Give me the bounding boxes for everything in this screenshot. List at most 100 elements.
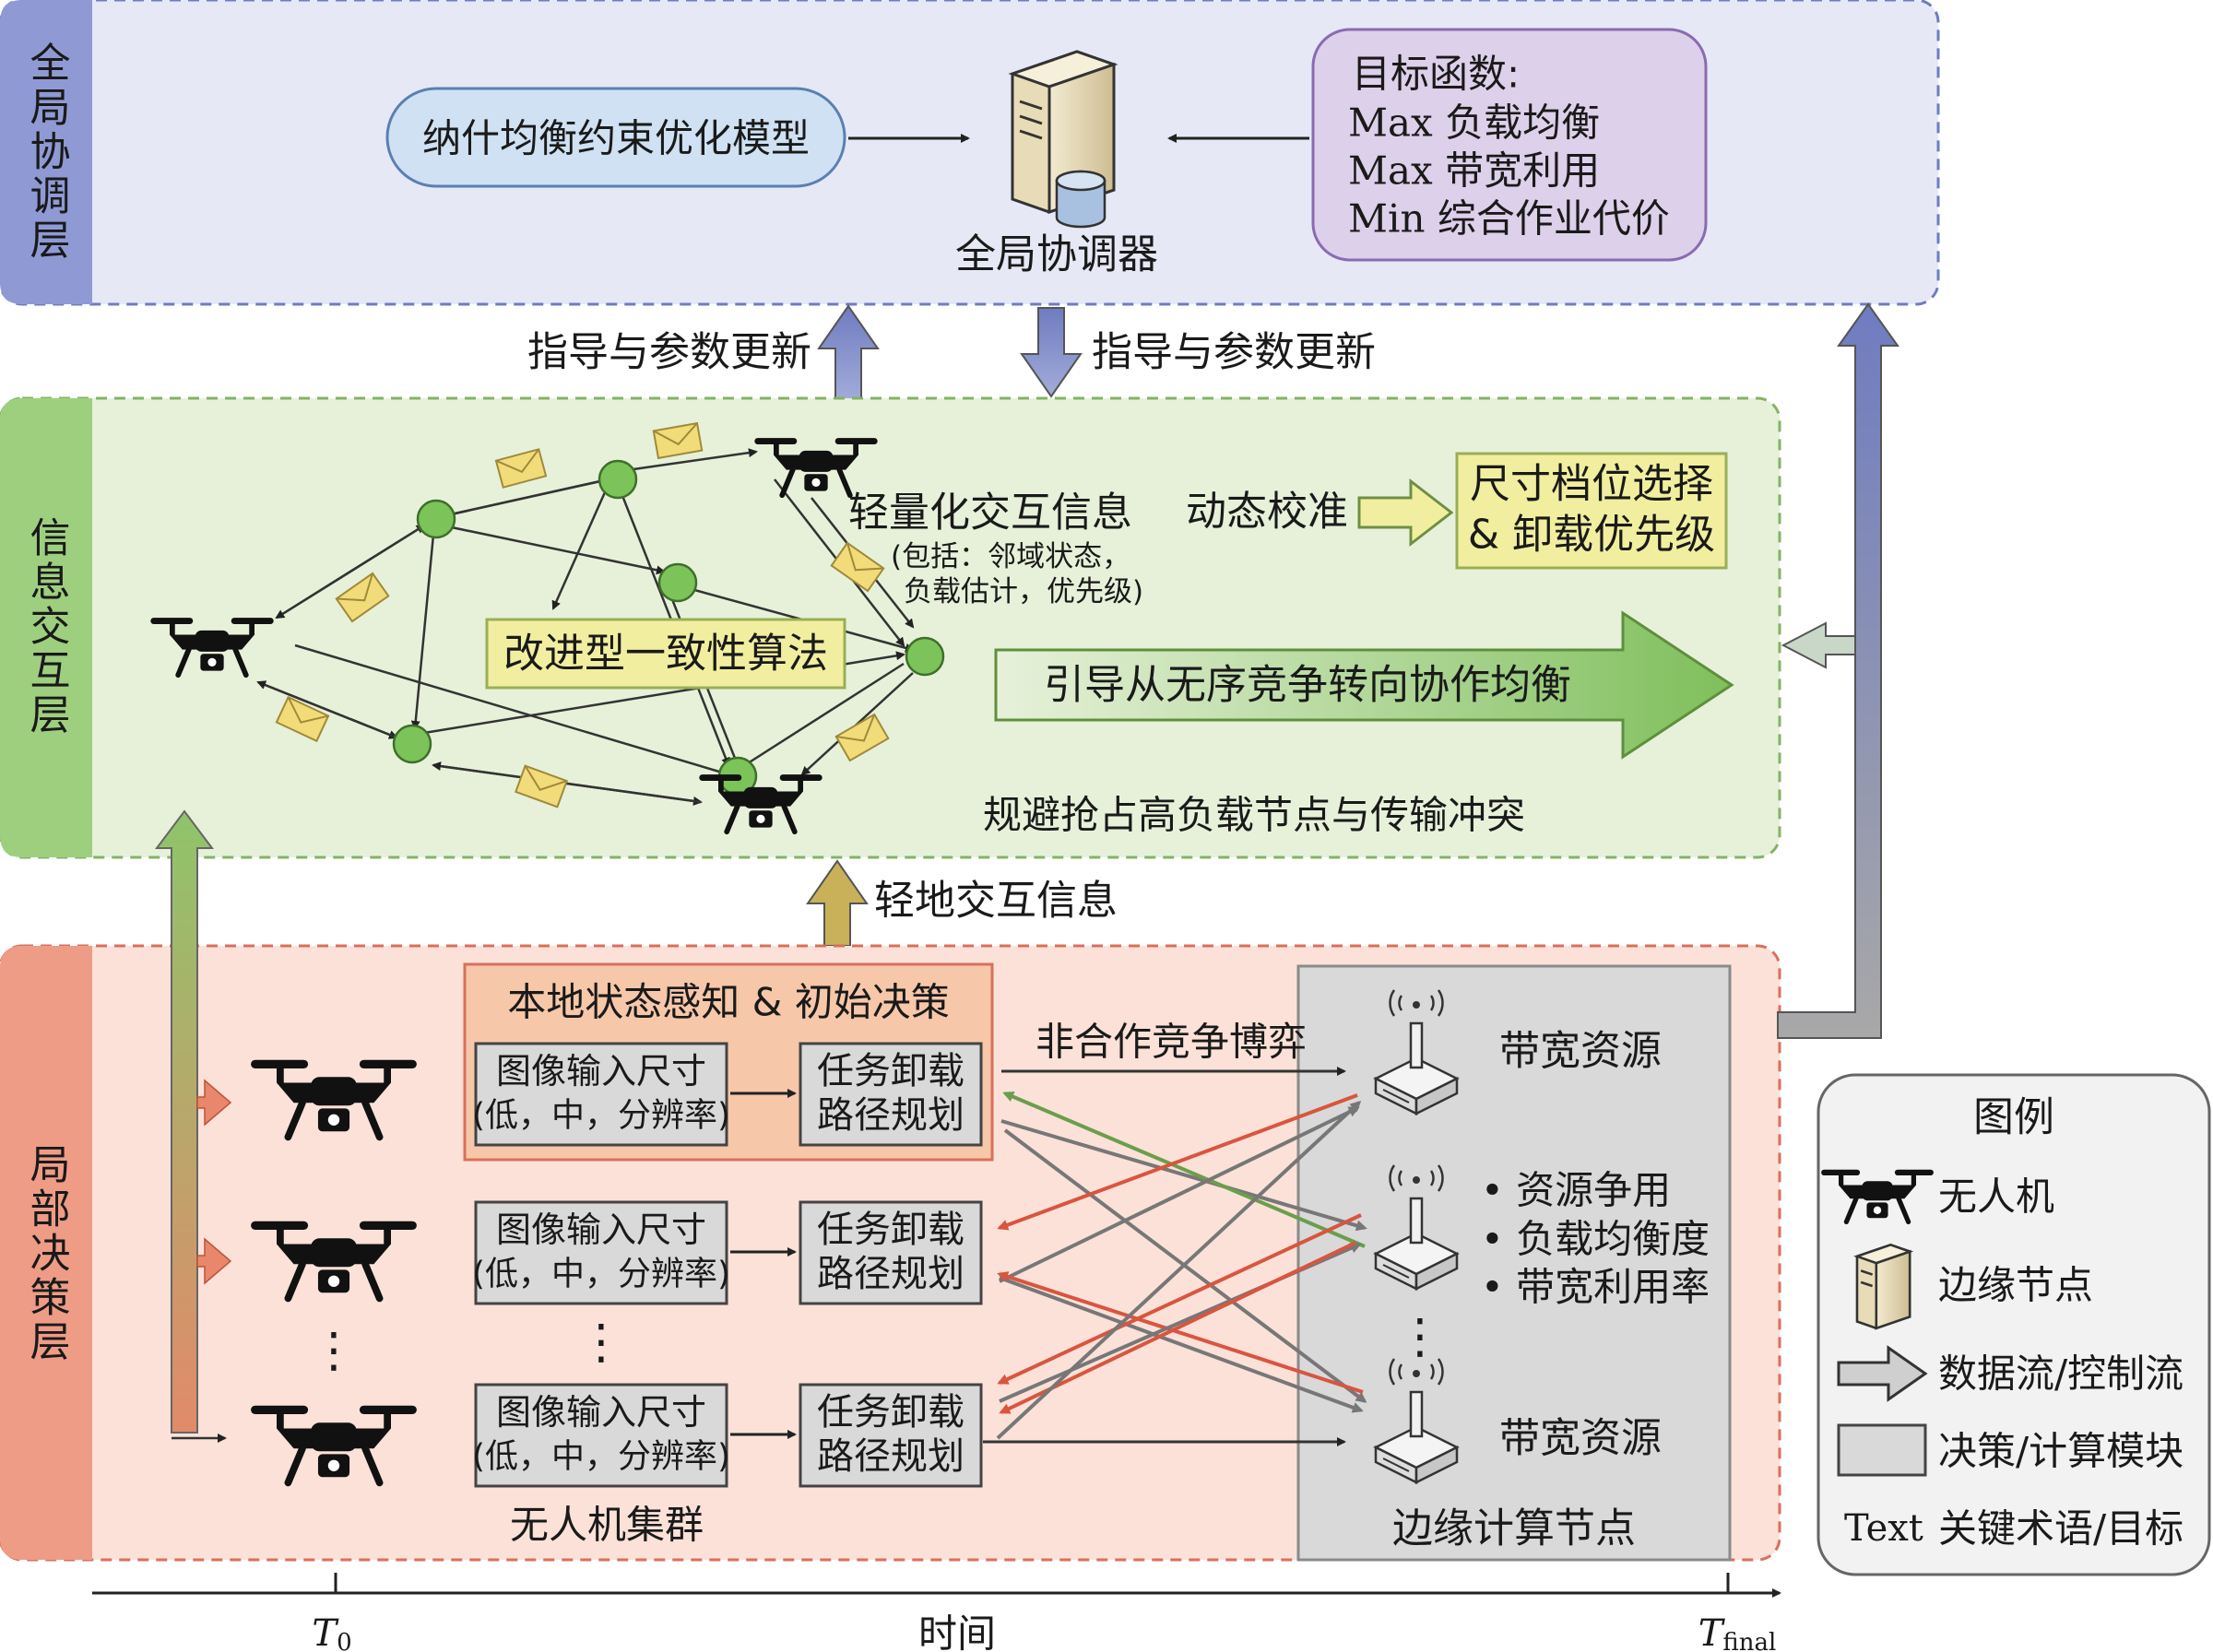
time-start-subscript: 0 xyxy=(337,1629,352,1652)
network-edge xyxy=(736,662,905,772)
legend-module-icon xyxy=(1837,1423,1927,1477)
network-node xyxy=(392,724,432,764)
local-to-info-arrow xyxy=(155,809,214,1434)
network-edge xyxy=(626,448,758,472)
competition-arrow xyxy=(997,1213,1362,1385)
dynamic-calibration-label: 动态校准 xyxy=(1186,489,1348,536)
image-input-line-1: 图像输入尺寸 xyxy=(496,1210,706,1250)
network-node xyxy=(416,499,456,539)
guide-down-label: 指导与参数更新 xyxy=(1092,329,1376,376)
time-end-label: Tfinal xyxy=(1698,1612,1777,1652)
network-edge xyxy=(551,483,610,610)
branch-arrow-mid xyxy=(196,1237,232,1285)
model-pill-text: 纳什均衡约束优化模型 xyxy=(422,116,810,161)
metric-load-balance: • 负载均衡度 xyxy=(1481,1217,1710,1262)
global-to-info-branch-arrow xyxy=(1781,621,1856,669)
offload-line-2: 路径规划 xyxy=(817,1253,964,1295)
image-input-line-1: 图像输入尺寸 xyxy=(496,1051,706,1092)
guide-down-arrow xyxy=(1020,307,1083,398)
offload-planning-box xyxy=(799,1042,983,1147)
legend-edge-node-icon xyxy=(1853,1243,1914,1330)
competition-arrow xyxy=(996,1100,1362,1440)
network-edge xyxy=(256,680,397,739)
global-layer-label: 全局协调层 xyxy=(23,41,70,263)
initial-decision-title: 本地状态感知 & 初始决策 xyxy=(507,980,949,1025)
time-end-subscript: final xyxy=(1722,1629,1776,1652)
metric-contention: • 资源争用 xyxy=(1481,1168,1671,1213)
edge-computing-panel xyxy=(1296,964,1732,1562)
info-layer-label: 信息交互层 xyxy=(23,516,70,738)
calibration-arrow xyxy=(1357,478,1454,548)
offload-line-1: 任务卸载 xyxy=(817,1209,964,1251)
consensus-network-edges xyxy=(256,448,915,806)
time-end-letter: T xyxy=(1698,1612,1726,1652)
offload-planning-box xyxy=(799,1200,983,1305)
competition-arrow xyxy=(999,1106,1360,1283)
objective-box xyxy=(1311,28,1708,262)
network-node xyxy=(657,562,698,603)
legend-title: 图例 xyxy=(1973,1094,2054,1141)
legend-flow-arrow-icon xyxy=(1837,1345,1928,1402)
time-start-label: T0 xyxy=(312,1612,351,1652)
uav-vdots: ⋮ xyxy=(310,1323,358,1378)
network-node xyxy=(905,636,945,677)
network-edge xyxy=(442,524,666,575)
branch-arrow-top xyxy=(196,1079,232,1127)
coordinator-label: 全局协调器 xyxy=(955,231,1158,278)
offload-line-1: 任务卸载 xyxy=(817,1391,964,1434)
offload-planning-box xyxy=(799,1383,983,1488)
image-input-line-2: (低，中，分辨率) xyxy=(472,1256,730,1293)
module-vdots: ⋮ xyxy=(577,1315,625,1370)
metric-bandwidth-util: • 带宽利用率 xyxy=(1481,1265,1710,1310)
competition-arrow xyxy=(999,1241,1356,1414)
offload-line-1: 任务卸载 xyxy=(817,1050,964,1092)
guide-up-arrow xyxy=(817,304,880,403)
info-layer-band xyxy=(0,398,92,857)
legend-flow-label: 数据流/控制流 xyxy=(1938,1351,2183,1397)
coordinator-server-icon xyxy=(1008,50,1118,229)
local-to-global-arrow xyxy=(1777,302,1899,1039)
guide-up-label: 指导与参数更新 xyxy=(527,329,811,376)
selection-line-1: 尺寸档位选择 xyxy=(1470,461,1713,508)
legend-module-label: 决策/计算模块 xyxy=(1938,1429,2183,1474)
noncoop-game-label: 非合作竞争博弈 xyxy=(1035,1020,1307,1065)
guide-banner-text: 引导从无序竞争转向协作均衡 xyxy=(1044,662,1571,709)
objective-line-3: Min 综合作业代价 xyxy=(1348,196,1670,242)
algorithm-box xyxy=(485,618,846,690)
lightweight-info-detail-1: (包括：邻域状态， xyxy=(891,540,1130,573)
competition-arrows xyxy=(983,1067,1367,1446)
offload-line-2: 路径规划 xyxy=(817,1435,964,1478)
legend-edge-node-label: 边缘节点 xyxy=(1938,1263,2093,1308)
competition-arrow xyxy=(997,1093,1358,1231)
lightweight-info-title: 轻量化交互信息 xyxy=(848,490,1132,537)
network-edge xyxy=(410,534,435,730)
image-input-size-box xyxy=(474,1383,728,1488)
image-input-line-1: 图像输入尺寸 xyxy=(496,1392,706,1433)
objective-line-2: Max 带宽利用 xyxy=(1348,148,1600,194)
image-input-line-2: (低，中，分辨率) xyxy=(472,1438,730,1476)
edge-panel-label: 边缘计算节点 xyxy=(1392,1505,1636,1552)
network-edge xyxy=(441,478,609,520)
algorithm-label: 改进型一致性算法 xyxy=(503,631,828,678)
time-axis-label: 时间 xyxy=(918,1611,996,1652)
image-input-size-box xyxy=(474,1200,728,1305)
bandwidth-bottom-label: 带宽资源 xyxy=(1499,1415,1662,1462)
light-interaction-label: 轻地交互信息 xyxy=(874,878,1118,925)
selection-line-2: & 卸载优先级 xyxy=(1468,512,1715,559)
image-input-line-2: (低，中，分辨率) xyxy=(472,1097,730,1135)
avoid-conflict-text: 规避抢占高负载节点与传输冲突 xyxy=(983,793,1525,838)
local-layer-label: 局部决策层 xyxy=(23,1143,70,1364)
time-start-letter: T xyxy=(312,1612,339,1652)
objective-line-1: Max 负载均衡 xyxy=(1348,100,1600,146)
legend-uav-label: 无人机 xyxy=(1938,1174,2054,1220)
image-input-size-box xyxy=(474,1042,728,1147)
bandwidth-top-label: 带宽资源 xyxy=(1499,1028,1662,1075)
legend-term-label: 关键术语/目标 xyxy=(1938,1506,2183,1552)
network-node xyxy=(598,459,638,500)
light-interaction-up-arrow xyxy=(806,859,869,947)
offload-line-2: 路径规划 xyxy=(817,1094,964,1137)
network-edge xyxy=(677,584,915,653)
local-layer-band xyxy=(0,946,92,1560)
competition-arrow xyxy=(1002,1092,1366,1248)
